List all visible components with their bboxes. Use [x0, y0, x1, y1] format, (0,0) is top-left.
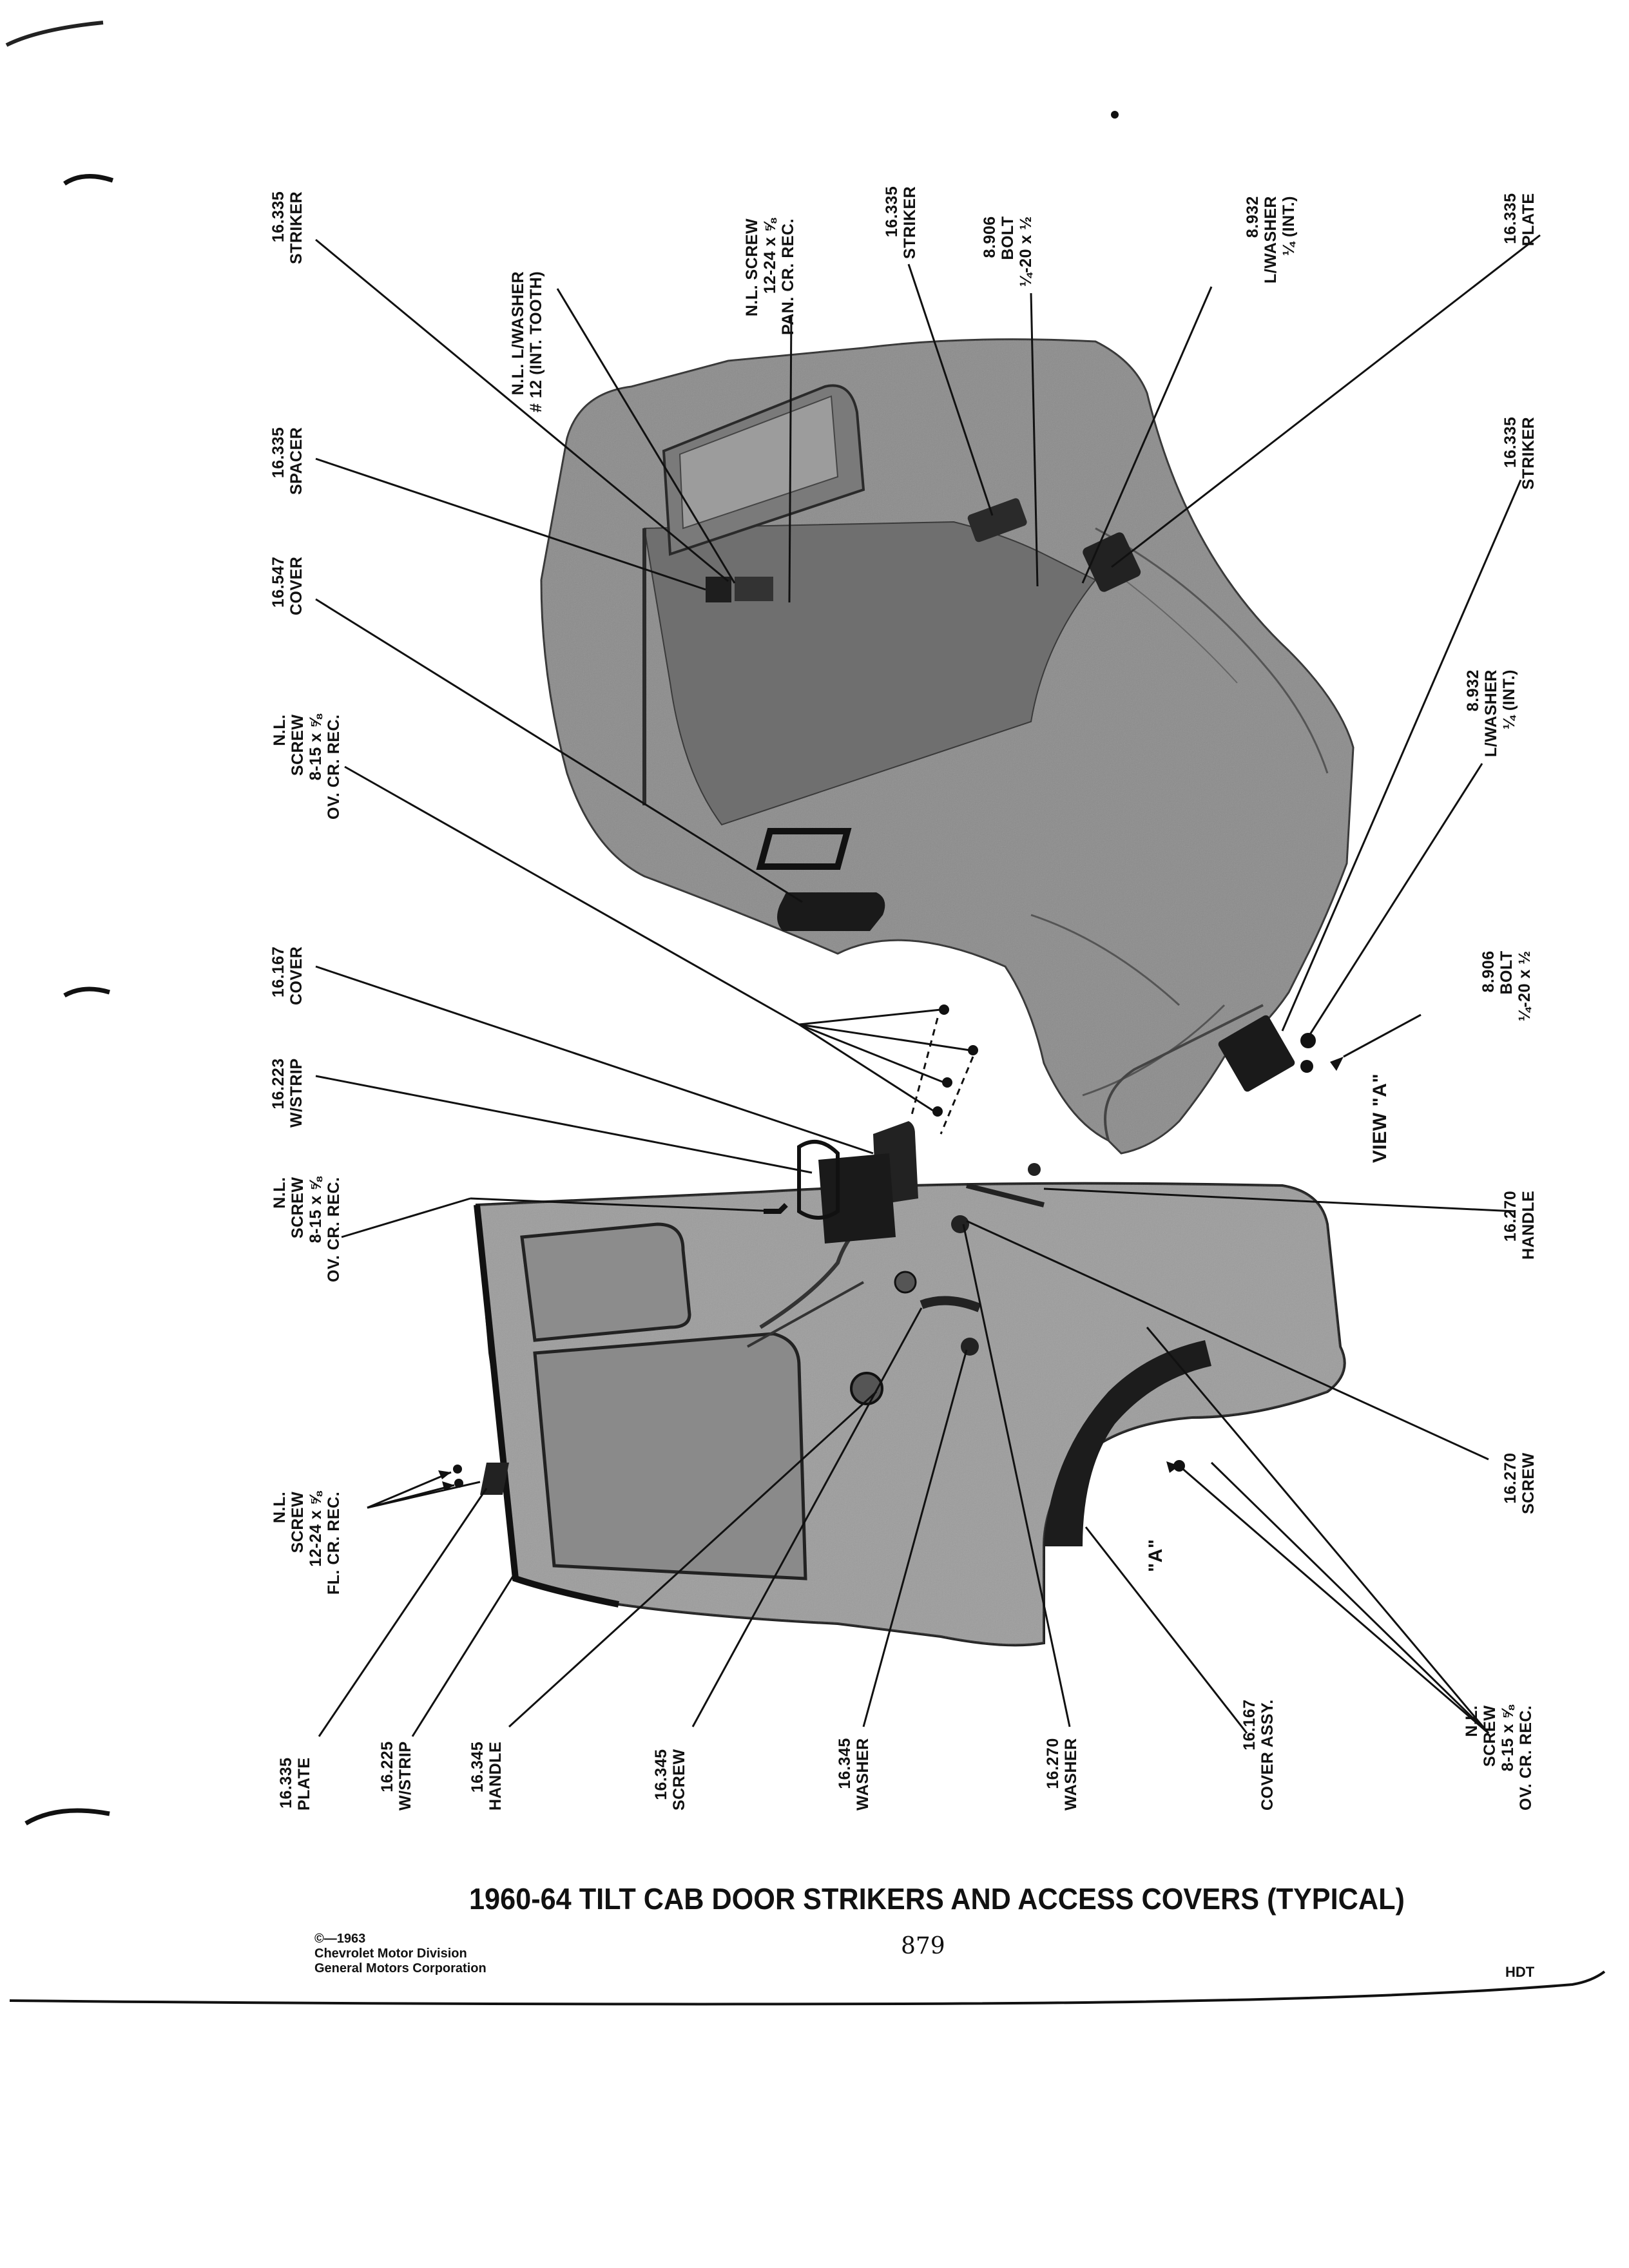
copyright-division: Chevrolet Motor Division — [314, 1946, 467, 1961]
cover-assy-part — [1044, 1340, 1211, 1546]
view-a-striker — [1218, 1015, 1295, 1092]
section-code: HDT — [1505, 1964, 1535, 1980]
arrowheads — [438, 1057, 1344, 1491]
dot-mark — [1111, 111, 1119, 119]
inner-handle-part — [920, 1296, 981, 1312]
door-panel — [453, 1004, 1346, 1647]
wstrip-part — [797, 1140, 840, 1220]
plate-part-lower — [480, 1463, 509, 1495]
access-opening — [756, 828, 852, 870]
view-a-label: VIEW "A" — [1369, 1073, 1391, 1163]
handle-part — [966, 1183, 1045, 1207]
punch-hole-mark — [63, 986, 111, 998]
copyright-year: ©—1963 — [314, 1932, 366, 1946]
copyright-corporation: General Motors Corporation — [314, 1961, 487, 1975]
leader-lines — [315, 234, 1541, 1737]
cab-shell — [540, 338, 1354, 1155]
a-marker-label: "A" — [1145, 1539, 1166, 1572]
page-number: 879 — [901, 1933, 945, 1959]
copyright-block: ©—1963 Chevrolet Motor Division General … — [314, 1932, 487, 1976]
scan-mark — [5, 21, 104, 47]
callout-top-nl-lwasher: N.L. L/WASHER# 12 (INT. TOOTH) — [509, 271, 545, 412]
punch-hole-mark — [63, 174, 114, 186]
access-cover-part — [777, 892, 885, 931]
door-weatherstrip — [474, 1204, 619, 1608]
figure-title: 1960-64 TILT CAB DOOR STRIKERS AND ACCES… — [469, 1882, 1405, 1916]
striker-part — [967, 498, 1027, 543]
punch-hole-mark — [24, 1808, 110, 1826]
striker-part-upper — [735, 577, 773, 601]
